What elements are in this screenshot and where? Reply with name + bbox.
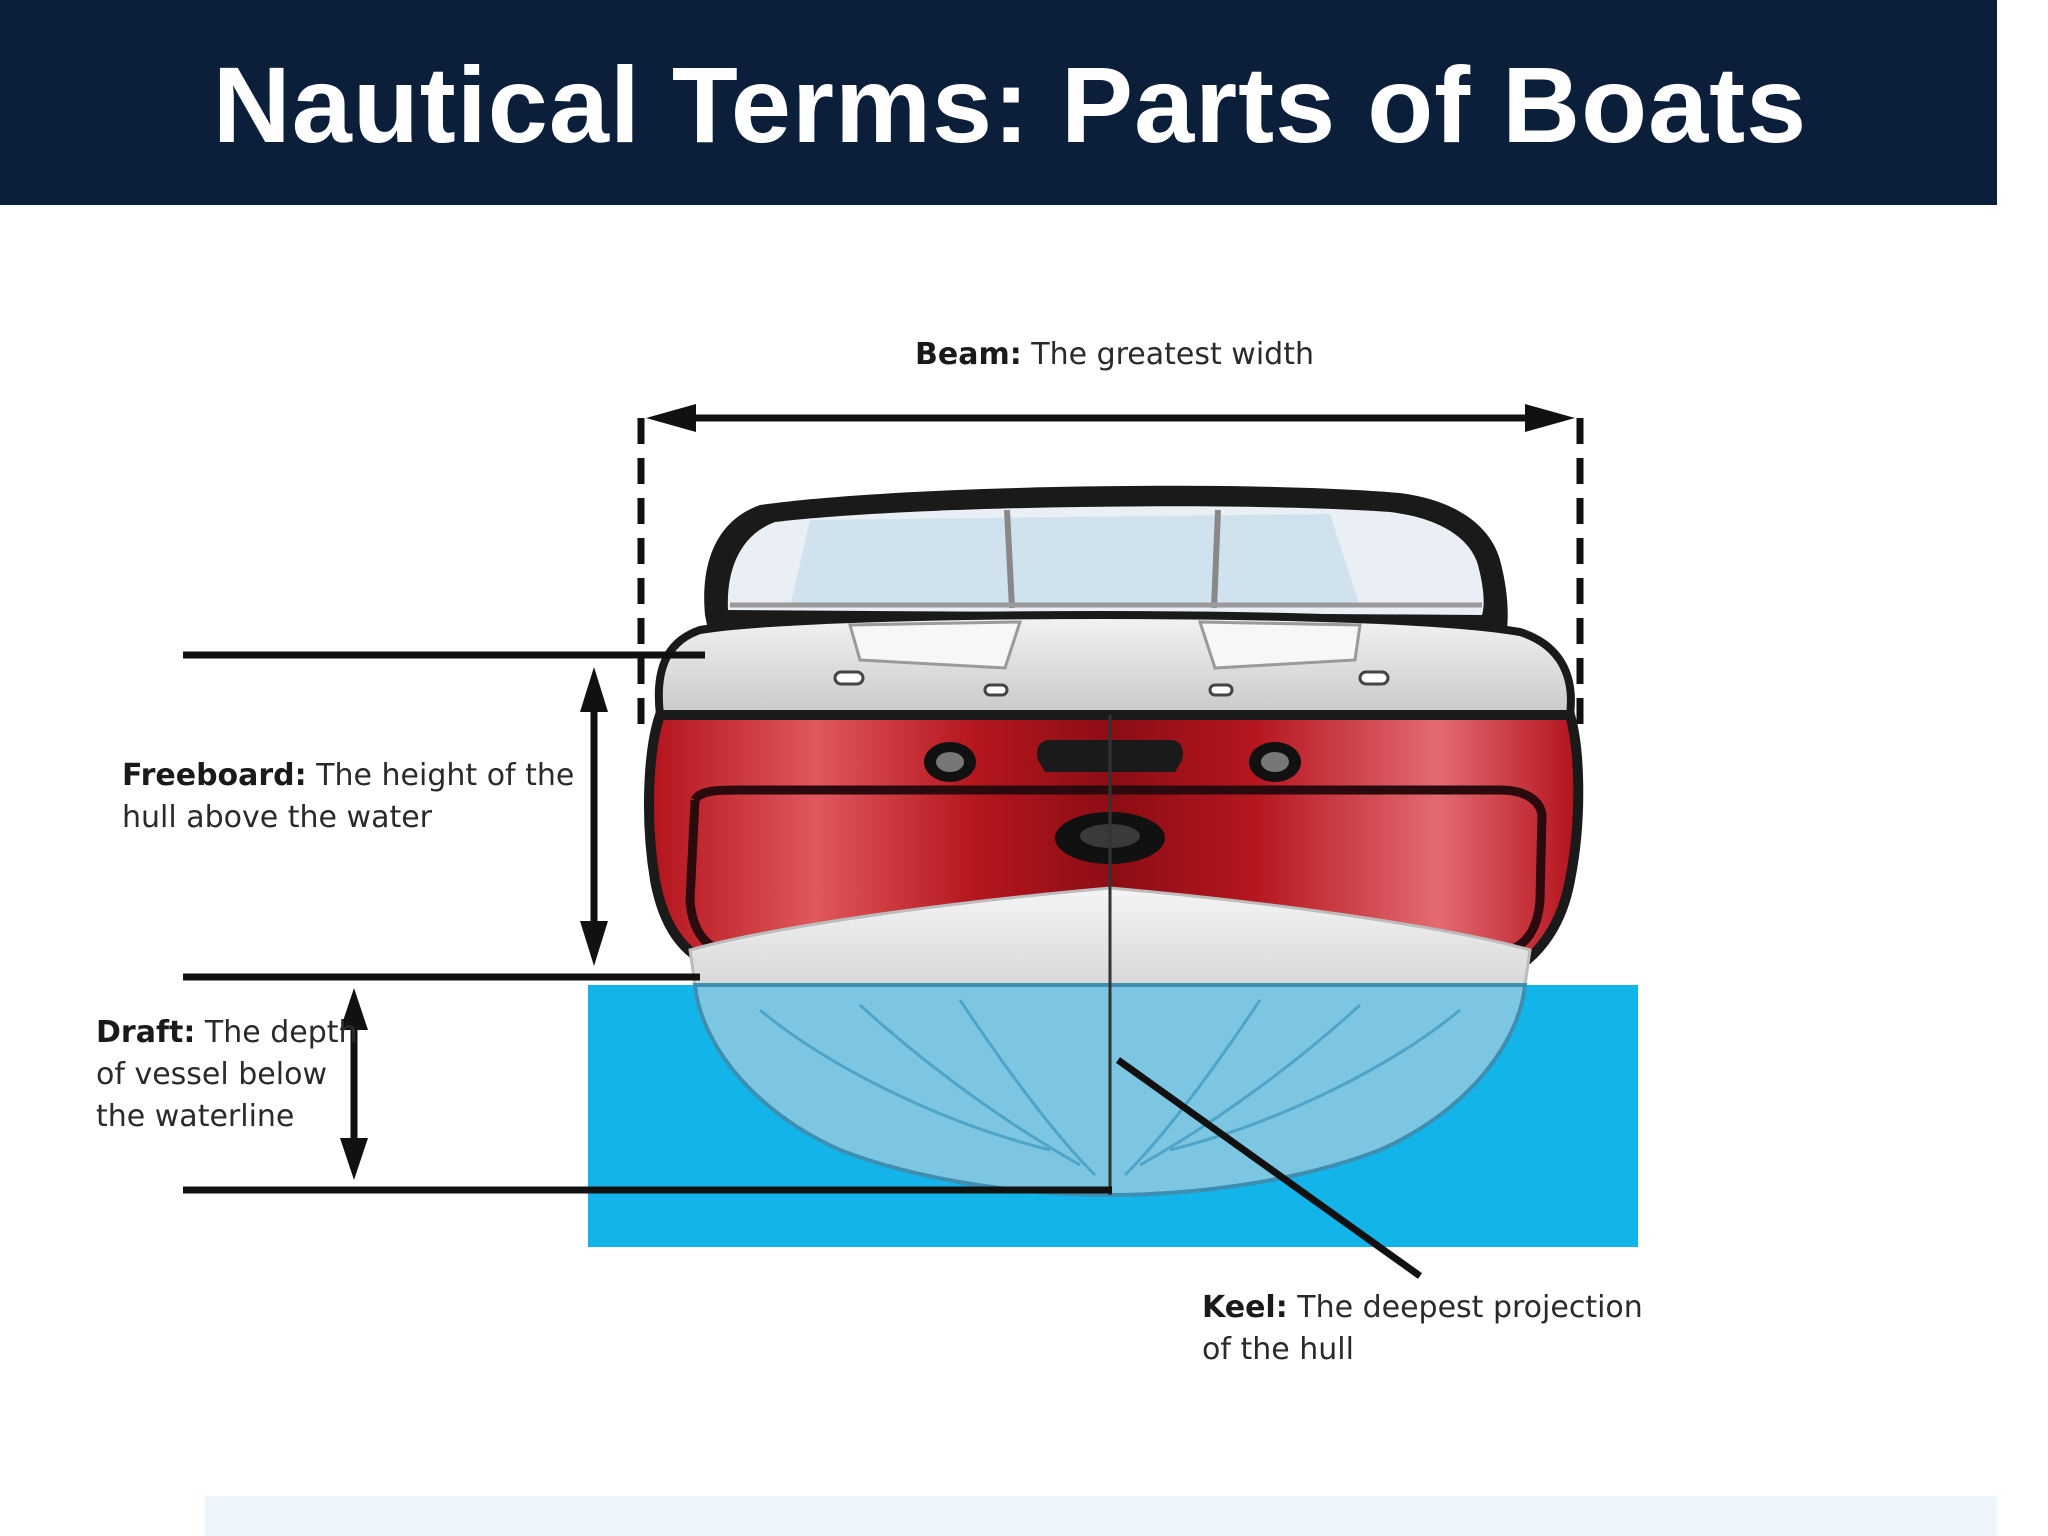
draft-line-1: Draft: The depth	[96, 1012, 358, 1054]
draft-desc-1: The depth	[195, 1015, 358, 1050]
deck-inset	[848, 620, 1023, 670]
freeboard-desc-1: The height of the	[306, 758, 575, 793]
freeboard-term: Freeboard:	[122, 758, 307, 793]
deck-cleat-mid-right	[1208, 683, 1234, 697]
draft-desc-3: the waterline	[96, 1099, 295, 1134]
hull-strake-1	[759, 1008, 1051, 1152]
beam-arrowhead-left	[646, 404, 696, 432]
deck-cleat-right	[1358, 670, 1390, 686]
keel-line-1: Keel: The deepest projection	[1202, 1287, 1643, 1329]
deck-cleat-left	[833, 670, 865, 686]
hull-strake-2	[858, 1003, 1081, 1167]
windshield-post-left	[1004, 509, 1015, 609]
footer-bar	[205, 1496, 1997, 1536]
hull-strake-5	[1139, 1003, 1362, 1167]
freeboard-arrowhead-top	[580, 667, 608, 712]
freeboard-arrowhead-bottom	[580, 921, 608, 966]
deck-inset-right	[1197, 620, 1362, 670]
draft-term: Draft:	[96, 1015, 196, 1050]
keel-desc-2: of the hull	[1202, 1332, 1354, 1367]
beam-label: Beam: The greatest width	[915, 334, 1314, 376]
beam-arrowhead-right	[1525, 404, 1575, 432]
deck-cleat-mid-left	[983, 683, 1009, 697]
keel-label: Keel: The deepest projection of the hull	[1202, 1287, 1643, 1371]
keel-term: Keel:	[1202, 1290, 1288, 1325]
boat-deck	[654, 610, 1575, 719]
draft-label: Draft: The depth of vessel below the wat…	[96, 1012, 358, 1138]
freeboard-label: Freeboard: The height of the hull above …	[122, 755, 574, 839]
draft-arrowhead-top	[340, 988, 368, 1030]
exhaust-port-left-inner	[936, 752, 964, 772]
hull-strake-6	[1123, 999, 1262, 1177]
slide-title: Nautical Terms: Parts of Boats	[212, 44, 1808, 165]
windshield-post-right	[1211, 509, 1221, 609]
freeboard-line-1: Freeboard: The height of the	[122, 755, 574, 797]
draft-desc-2: of vessel below	[96, 1057, 327, 1092]
hull-stripe	[690, 785, 1547, 955]
title-bar	[0, 0, 1997, 205]
keel-pointer-line	[1115, 1057, 1423, 1279]
freeboard-desc-2: hull above the water	[122, 800, 433, 835]
hull-strake-4	[1169, 1008, 1461, 1152]
draft-arrowhead-bottom	[340, 1138, 368, 1180]
windshield-tint	[790, 514, 1360, 607]
beam-desc: The greatest width	[1021, 337, 1314, 372]
beam-term: Beam:	[915, 337, 1022, 372]
exhaust-port-right-inner	[1261, 752, 1289, 772]
keel-desc-1: The deepest projection	[1287, 1290, 1643, 1325]
hull-strake-3	[958, 999, 1097, 1177]
